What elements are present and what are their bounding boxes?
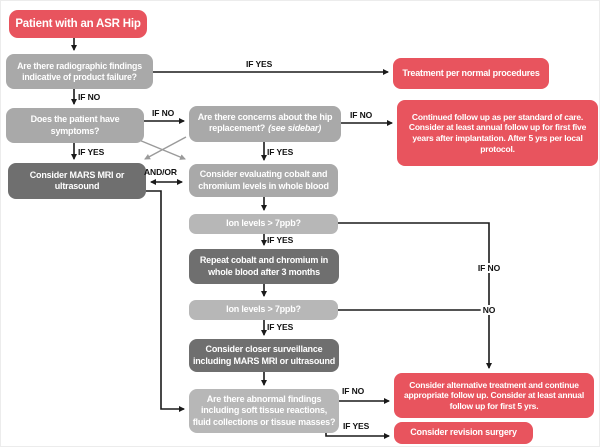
node-ion-levels-second-text: Ion levels > 7ppb? — [226, 304, 301, 315]
node-alternative-treatment-text: Consider alternative treatment and conti… — [404, 379, 584, 411]
node-hip-replacement-concerns-note: (see sidebar) — [268, 123, 322, 134]
node-radiographic-findings-text: Are there radiographic findings indicati… — [17, 60, 142, 82]
node-treatment-normal-procedures: Treatment per normal procedures — [393, 58, 549, 89]
node-patient-symptoms: Does the patient have symptoms? — [6, 108, 144, 143]
edge-abnormal-to-revision — [325, 433, 390, 439]
node-repeat-cobalt-chromium-text: Repeat cobalt and chromium in whole bloo… — [199, 255, 329, 277]
node-evaluate-cobalt-chromium-text: Consider evaluating cobalt and chromium … — [198, 169, 329, 191]
label-ifyes-abnormal-revision: IF YES — [343, 421, 370, 431]
node-patient-asr-hip: Patient with an ASR Hip — [9, 10, 147, 38]
node-closer-surveillance-text: Consider closer surveillance including M… — [192, 344, 336, 366]
node-patient-symptoms-text: Does the patient have symptoms? — [30, 114, 120, 136]
node-abnormal-findings: Are there abnormal findings including so… — [189, 389, 339, 433]
node-continued-followup-text: Continued follow up as per standard of c… — [408, 111, 587, 154]
node-treatment-normal-procedures-text: Treatment per normal procedures — [402, 67, 540, 78]
label-ifno-radiographic-symptoms: IF NO — [78, 92, 101, 102]
edge-mars-to-abnormal — [146, 190, 185, 412]
node-alternative-treatment: Consider alternative treatment and conti… — [394, 373, 594, 418]
node-continued-followup: Continued follow up as per standard of c… — [397, 100, 598, 166]
edge-ion1-ifno-to-alternative — [338, 222, 492, 369]
node-mars-mri-ultrasound: Consider MARS MRI or ultrasound — [8, 163, 146, 199]
node-hip-replacement-concerns: Are there concerns about the hip replace… — [189, 106, 341, 142]
label-ifyes-ion2-surveillance: IF YES — [267, 322, 294, 332]
node-evaluate-cobalt-chromium: Consider evaluating cobalt and chromium … — [189, 164, 338, 197]
edge-symptoms-to-evaluate-diagonal — [138, 139, 186, 160]
node-patient-asr-hip-text: Patient with an ASR Hip — [15, 17, 141, 30]
node-radiographic-findings: Are there radiographic findings indicati… — [6, 54, 153, 89]
label-ifyes-ion1-repeat: IF YES — [267, 235, 294, 245]
node-abnormal-findings-text: Are there abnormal findings including so… — [192, 394, 336, 427]
label-ifyes-concerns-evaluate: IF YES — [267, 147, 294, 157]
node-ion-levels-first: Ion levels > 7ppb? — [189, 214, 338, 234]
label-ifno-abnormal-alternative: IF NO — [342, 386, 365, 396]
edge-concerns-to-mars-diagonal — [144, 136, 187, 160]
node-hip-replacement-concerns-text: Are there concerns about the hip replace… — [197, 112, 333, 134]
label-no-ion2-join: NO — [480, 305, 498, 315]
node-revision-surgery: Consider revision surgery — [394, 422, 533, 444]
node-revision-surgery-text: Consider revision surgery — [410, 427, 517, 438]
label-ifyes-symptoms-mars: IF YES — [78, 147, 105, 157]
label-ifno-ion1-alternative: IF NO — [475, 263, 503, 273]
node-mars-mri-ultrasound-text: Consider MARS MRI or ultrasound — [29, 169, 125, 191]
node-repeat-cobalt-chromium: Repeat cobalt and chromium in whole bloo… — [189, 249, 339, 284]
label-ifyes-radiographic-treatment: IF YES — [246, 59, 273, 69]
node-ion-levels-second: Ion levels > 7ppb? — [189, 300, 338, 320]
node-ion-levels-first-text: Ion levels > 7ppb? — [226, 218, 301, 229]
label-andor-mars-evaluate: AND/OR — [144, 167, 177, 177]
node-closer-surveillance: Consider closer surveillance including M… — [189, 339, 339, 372]
label-ifno-concerns-followup: IF NO — [350, 110, 373, 120]
label-ifno-symptoms-concerns: IF NO — [152, 108, 175, 118]
